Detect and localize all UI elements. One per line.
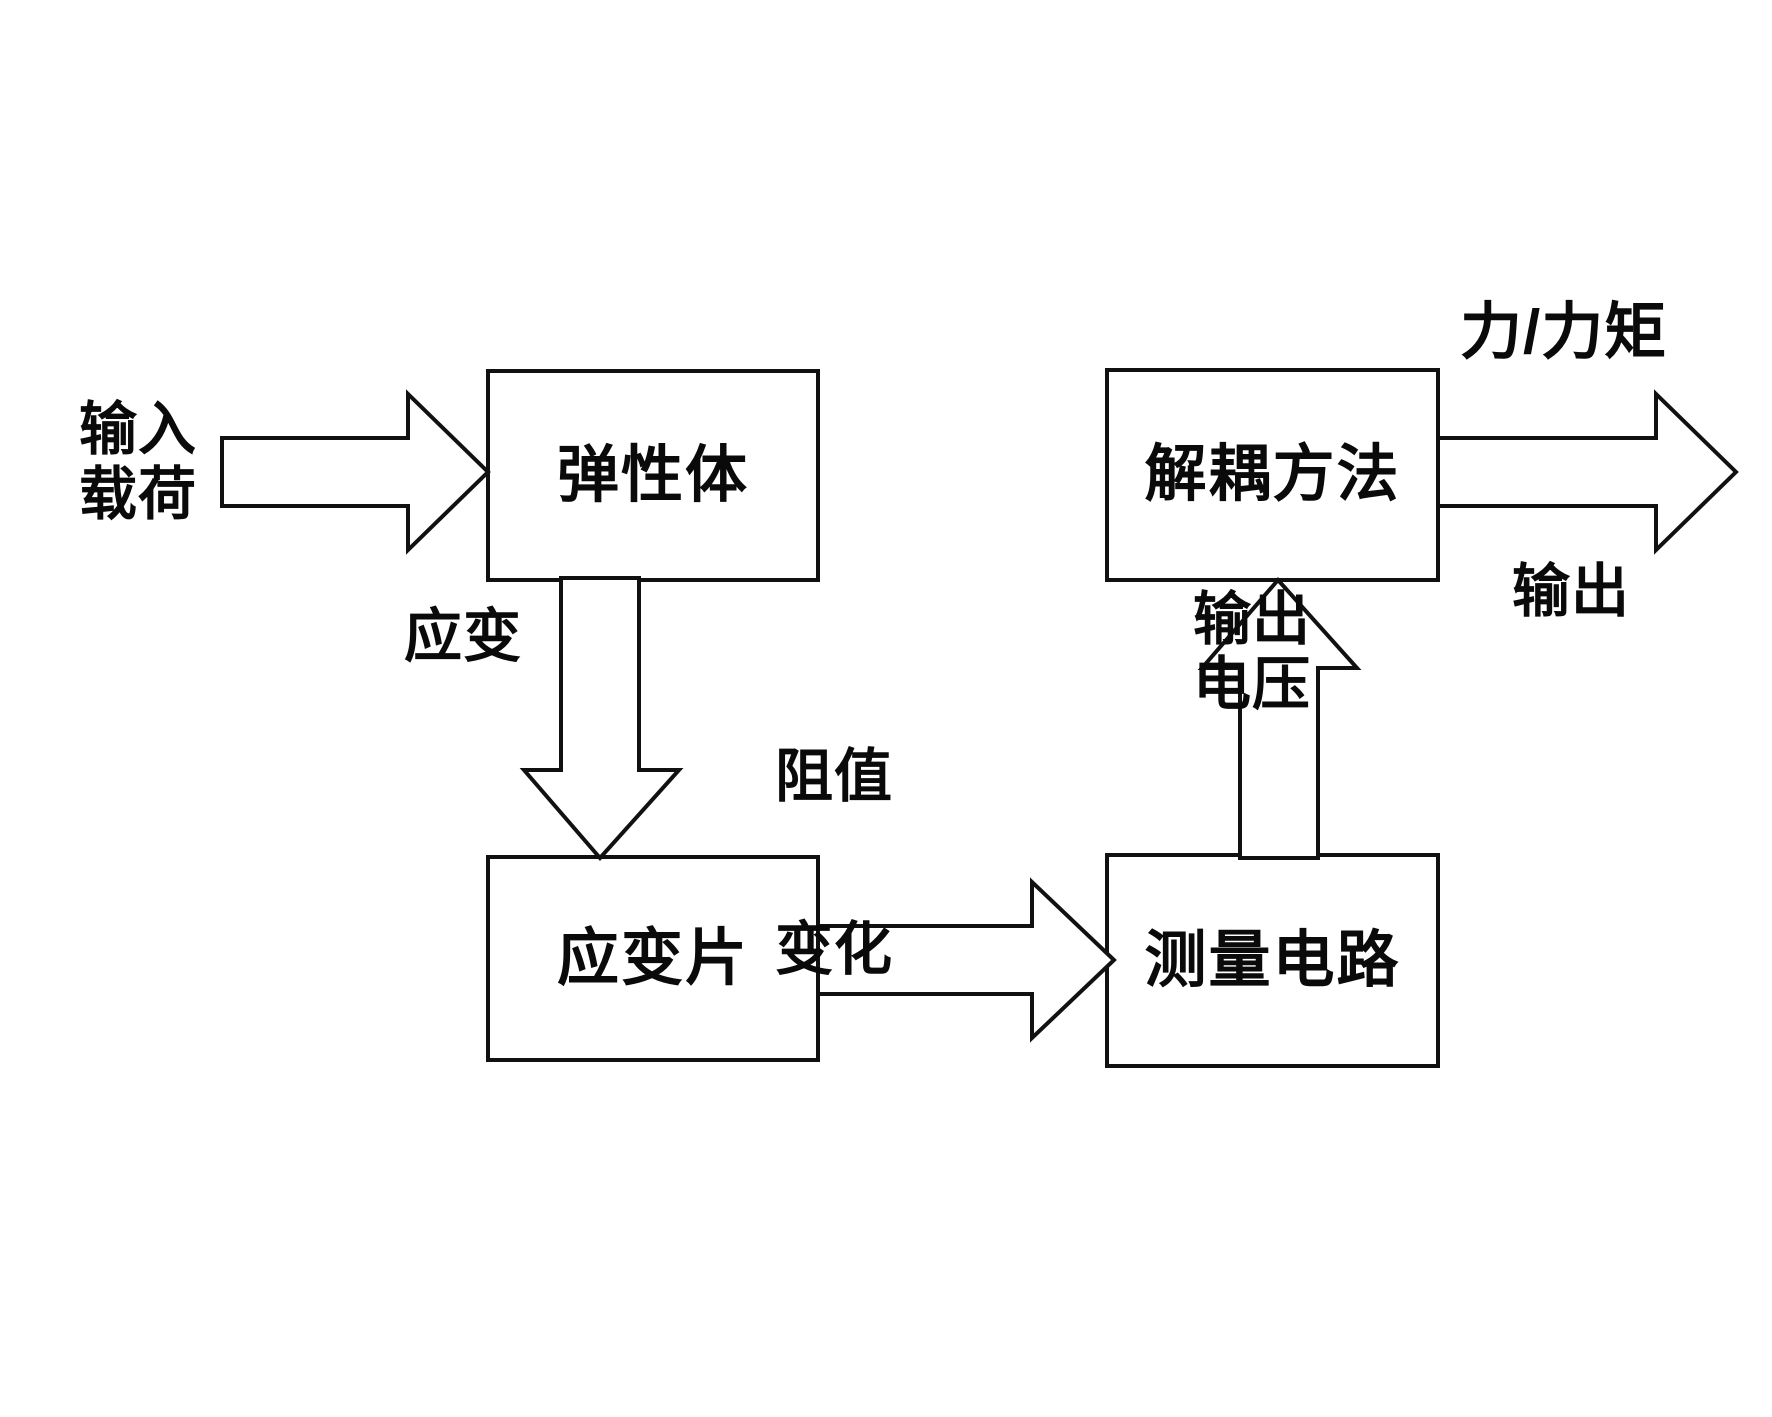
input-load-label-line1: 输入 [78, 397, 197, 462]
input-load-arrow [220, 389, 491, 555]
output-arrow [1436, 389, 1739, 555]
output-voltage-label-line1: 输出 [1192, 587, 1311, 652]
output-label: 输出 [1512, 559, 1631, 624]
input-load-label: 输入 载荷 [48, 397, 228, 528]
resistance-label-line2: 变化 [775, 917, 894, 982]
force-torque-label: 力/力矩 [1460, 298, 1668, 367]
node-measurement-circuit[interactable]: 测量电路 [1105, 853, 1440, 1068]
node-decoupling-method-label: 解耦方法 [1144, 440, 1401, 510]
strain-arrow [519, 576, 684, 862]
node-elastic-body-label: 弹性体 [556, 440, 749, 510]
node-elastic-body[interactable]: 弹性体 [486, 369, 820, 582]
resistance-arrow [816, 877, 1117, 1043]
output-voltage-arrow [1197, 576, 1362, 860]
node-strain-gauge[interactable]: 应变片 [486, 855, 820, 1062]
input-load-label-line2: 载荷 [78, 461, 197, 527]
node-measurement-circuit-label: 测量电路 [1144, 925, 1401, 995]
strain-label: 应变 [404, 604, 523, 669]
node-decoupling-method[interactable]: 解耦方法 [1105, 368, 1440, 582]
output-voltage-label-line2: 电压 [1192, 651, 1311, 717]
resistance-label-line1: 阻值 [775, 744, 894, 809]
node-strain-gauge-label: 应变片 [556, 923, 749, 993]
output-voltage-label: 输出 电压 [1172, 587, 1332, 718]
